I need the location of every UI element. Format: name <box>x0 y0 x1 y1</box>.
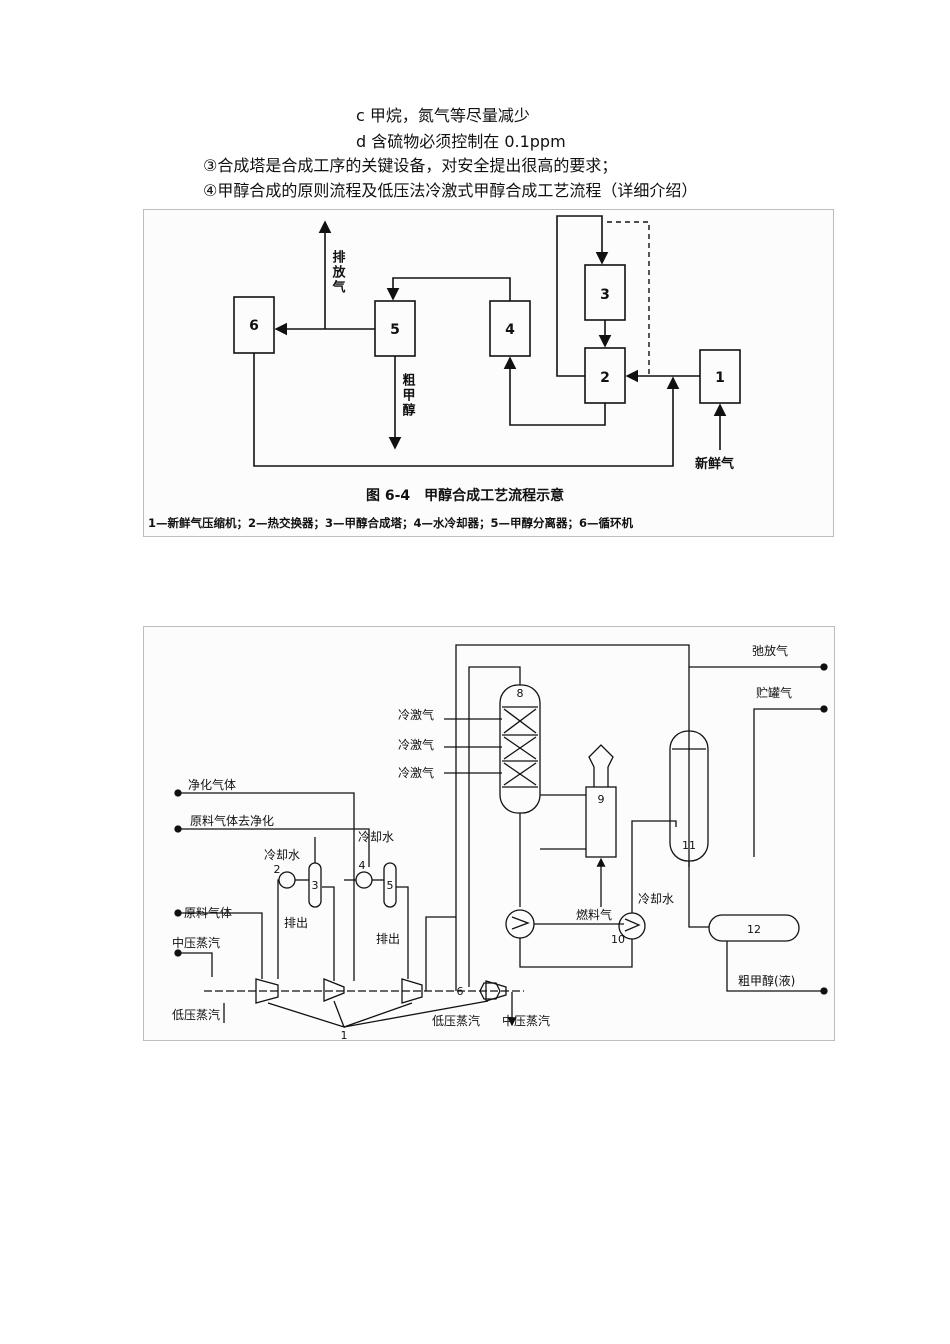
label-quench-1: 冷激气 <box>398 707 434 722</box>
label-raw-gas: 原料气体 <box>184 905 232 920</box>
figure-low-pressure-process: 弛放气 贮罐气 净化气体 原料气体去净化 原料气体 中压蒸汽 低压蒸汽 冷激气 … <box>143 626 835 1042</box>
num-1: 1 <box>341 1029 348 1040</box>
compressor-a <box>255 978 279 1004</box>
num-5: 5 <box>387 879 394 892</box>
furnace-9 <box>585 786 617 858</box>
label-3: 3 <box>600 287 610 303</box>
num-4: 4 <box>359 859 366 872</box>
num-11: 11 <box>682 839 696 852</box>
num-2: 2 <box>274 863 281 876</box>
label-lp-steam-2: 低压蒸汽 <box>432 1013 480 1028</box>
label-lp-steam: 低压蒸汽 <box>172 1007 220 1022</box>
label-6: 6 <box>249 318 259 334</box>
label-5: 5 <box>390 322 400 338</box>
reactor-8 <box>499 684 541 814</box>
num-3: 3 <box>312 879 319 892</box>
label-crude: 粗甲醇(液) <box>738 973 795 988</box>
fig1-caption: 图 6-4 甲醇合成工艺流程示意 <box>366 487 564 504</box>
num-9: 9 <box>598 793 605 806</box>
label-cooling-water-2: 冷却水 <box>358 830 394 844</box>
label-1: 1 <box>715 370 725 386</box>
cooler-4 <box>355 871 373 889</box>
low-pressure-process-diagram: 弛放气 贮罐气 净化气体 原料气体去净化 原料气体 中压蒸汽 低压蒸汽 冷激气 … <box>172 643 828 1042</box>
product-label: 粗甲醇 <box>400 372 416 418</box>
label-quench-3: 冷激气 <box>398 765 434 780</box>
text-line-2: d 含硫物必须控制在 0.1ppm <box>356 132 566 151</box>
figure-principle-flow: 1 2 3 4 5 6 排放气 粗甲醇 新鲜气 图 6-4 甲醇合成工艺流程示意… <box>143 209 834 537</box>
label-quench-2: 冷激气 <box>398 737 434 752</box>
label-cooling-water-1: 冷却水 <box>264 848 300 862</box>
label-clean-gas: 净化气体 <box>188 777 236 792</box>
label-2: 2 <box>600 370 610 386</box>
label-purge: 弛放气 <box>752 643 788 658</box>
label-4: 4 <box>505 322 515 338</box>
label-fuel-gas: 燃料气 <box>576 907 612 922</box>
text-line-3: ③合成塔是合成工序的关键设备，对安全提出很高的要求； <box>203 156 618 175</box>
vessel-5 <box>383 862 397 908</box>
principle-flow-diagram: 1 2 3 4 5 6 排放气 粗甲醇 新鲜气 图 6-4 甲醇合成工艺流程示意… <box>148 215 741 530</box>
num-10: 10 <box>611 933 625 946</box>
compressor-c <box>401 978 423 1004</box>
fig1-legend: 1—新鲜气压缩机；2—热交换器；3—甲醇合成塔；4—水冷却器；5—甲醇分离器；6… <box>148 516 634 530</box>
vent-label: 排放气 <box>330 249 347 295</box>
heat-exchanger <box>505 909 535 939</box>
text-line-4: ④甲醇合成的原则流程及低压法冷激式甲醇合成工艺流程（详细介绍） <box>203 181 698 200</box>
cooler-2 <box>278 871 296 889</box>
label-discharge-2: 排出 <box>376 932 400 946</box>
label-tank-gas: 贮罐气 <box>756 685 792 700</box>
num-12: 12 <box>747 923 761 936</box>
label-raw-to-purify: 原料气体去净化 <box>190 813 274 828</box>
num-8: 8 <box>517 687 524 700</box>
feed-label: 新鲜气 <box>695 456 734 472</box>
compressor-b <box>323 978 345 1002</box>
label-mp-steam-2: 中压蒸汽 <box>502 1013 550 1028</box>
label-discharge-1: 排出 <box>284 916 308 930</box>
label-cooling-water-3: 冷却水 <box>638 892 674 906</box>
text-line-1: c 甲烷，氮气等尽量减少 <box>356 106 530 125</box>
bypass-dashed-line <box>607 221 650 376</box>
num-6: 6 <box>457 985 464 998</box>
tank-12 <box>708 914 800 942</box>
label-mp-steam: 中压蒸汽 <box>172 935 220 950</box>
